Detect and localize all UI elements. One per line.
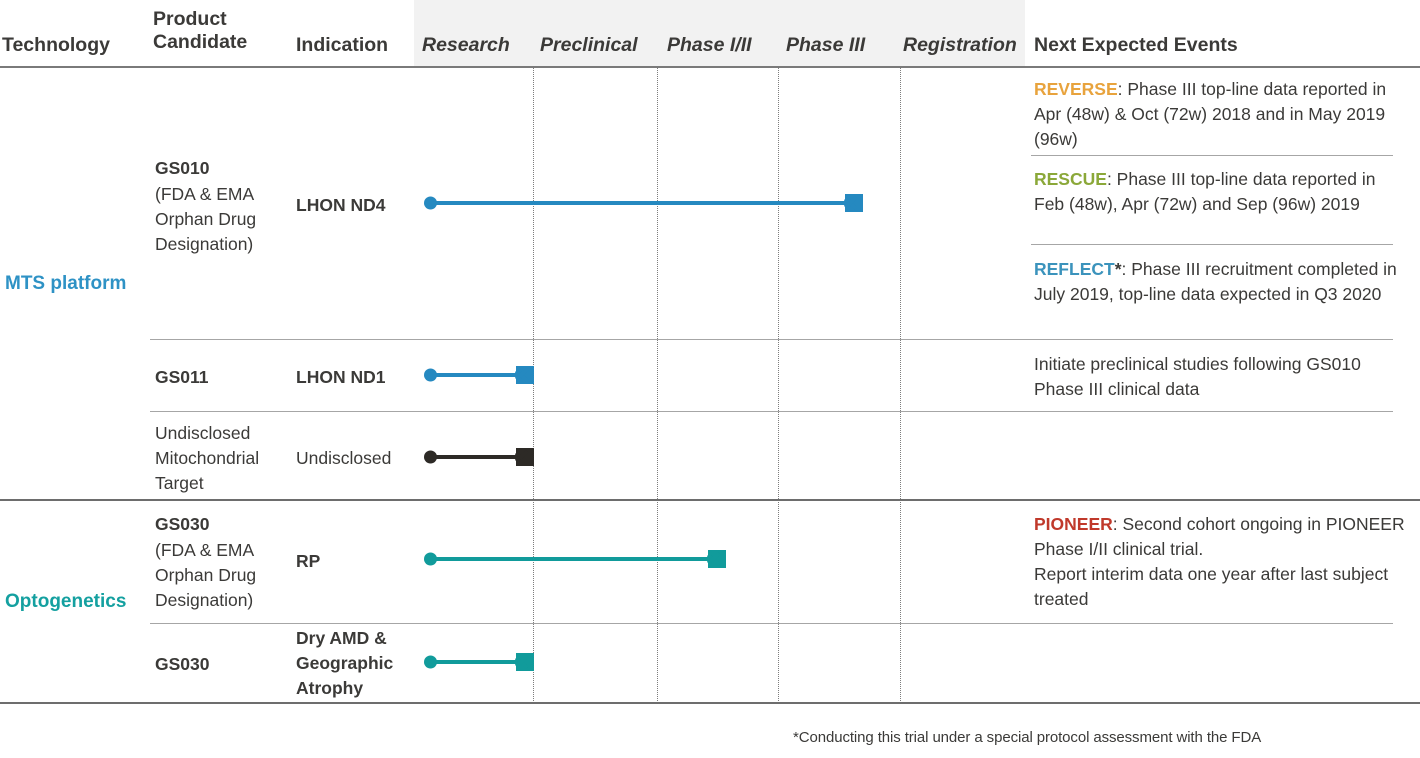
event-rescue: RESCUE: Phase III top-line data reported…: [1034, 167, 1406, 217]
indication-lhon-nd1: LHON ND1: [296, 367, 386, 387]
header-product-candidate: Product Candidate: [153, 8, 248, 53]
table-bottom-rule: [0, 702, 1420, 704]
header-indication: Indication: [296, 34, 389, 56]
event-tag-pioneer: PIONEER: [1034, 514, 1113, 534]
candidate-note-gs030-rp: (FDA & EMA Orphan Drug Designation): [155, 540, 257, 610]
candidate-name-gs010: GS010: [155, 158, 210, 178]
arrow-shaft: [430, 455, 521, 459]
section-divider: [0, 499, 1420, 501]
technology-label-mts: MTS platform: [5, 273, 127, 294]
candidate-name-gs011: GS011: [155, 367, 209, 387]
header-research: Research: [422, 34, 510, 56]
event-text-pioneer-line2: Report interim data one year after last …: [1034, 563, 1389, 609]
indication-rp: RP: [296, 551, 321, 571]
candidate-note-gs010: (FDA & EMA Orphan Drug Designation): [155, 184, 257, 254]
arrow-shaft: [430, 557, 713, 561]
stage-divider-registration: [900, 68, 901, 703]
header-phase-1-2: Phase I/II: [667, 34, 752, 56]
indication-lhon-nd4: LHON ND4: [296, 195, 386, 215]
progress-arrow-gs011-lhon-nd1: [424, 365, 539, 385]
stage-divider-phase-3: [778, 68, 779, 703]
arrow-shaft: [430, 201, 850, 205]
event-reflect-asterisk: *: [1114, 259, 1122, 279]
row-sep-gs011: [150, 411, 1393, 412]
candidate-name-undisclosed: Undisclosed Mitochondrial Target: [155, 423, 260, 493]
arrow-head-icon: [516, 448, 534, 466]
progress-arrow-gs030-amd: [424, 652, 539, 672]
header-preclinical: Preclinical: [540, 34, 638, 56]
event-text-pioneer-line1: : Second cohort ongoing in PIONEER Phase…: [1034, 514, 1405, 559]
header-phase-3: Phase III: [786, 34, 866, 56]
event-tag-reverse: REVERSE: [1034, 79, 1118, 99]
header-bottom-rule: [0, 66, 1420, 68]
event-tag-reflect: REFLECT: [1034, 259, 1115, 279]
event-text-rescue: : Phase III top-line data reported in Fe…: [1034, 169, 1376, 214]
event-reflect: REFLECT*: Phase III recruitment complete…: [1034, 257, 1406, 307]
progress-arrow-undisclosed: [424, 447, 539, 467]
stage-divider-preclinical: [533, 68, 534, 703]
technology-label-optogenetics: Optogenetics: [5, 591, 127, 612]
footnote: *Conducting this trial under a special p…: [793, 729, 1262, 746]
row-sep-gs010: [150, 339, 1393, 340]
arrow-shaft: [430, 660, 521, 664]
arrow-head-icon: [516, 653, 534, 671]
stage-divider-phase-1-2: [657, 68, 658, 703]
header-stage-band: [414, 0, 1025, 66]
header-next-expected-events: Next Expected Events: [1034, 34, 1238, 56]
candidate-name-gs030-amd: GS030: [155, 654, 210, 674]
arrow-head-icon: [708, 550, 726, 568]
event-text-gs011: Initiate preclinical studies following G…: [1034, 354, 1361, 399]
indication-dry-amd: Dry AMD & Geographic Atrophy: [296, 628, 394, 698]
arrow-shaft: [430, 373, 521, 377]
progress-arrow-gs010-lhon-nd4: [424, 193, 864, 213]
header-technology: Technology: [2, 34, 110, 56]
indication-undisclosed: Undisclosed: [296, 448, 392, 468]
row-sep-gs030-rp: [150, 623, 1393, 624]
event-reverse: REVERSE: Phase III top-line data reporte…: [1034, 77, 1406, 152]
event-text-reflect: : Phase III recruitment completed in Jul…: [1034, 259, 1397, 304]
progress-arrow-gs030-rp: [424, 549, 729, 569]
header-registration: Registration: [903, 34, 1017, 56]
event-gs011: Initiate preclinical studies following G…: [1034, 352, 1406, 402]
event-sep-2: [1031, 244, 1393, 245]
event-tag-rescue: RESCUE: [1034, 169, 1107, 189]
arrow-head-icon: [516, 366, 534, 384]
event-text-reverse: : Phase III top-line data reported in Ap…: [1034, 79, 1387, 149]
event-sep-1: [1031, 155, 1393, 156]
arrow-head-icon: [845, 194, 863, 212]
event-pioneer: PIONEER: Second cohort ongoing in PIONEE…: [1034, 512, 1406, 611]
candidate-name-gs030-rp: GS030: [155, 514, 210, 534]
